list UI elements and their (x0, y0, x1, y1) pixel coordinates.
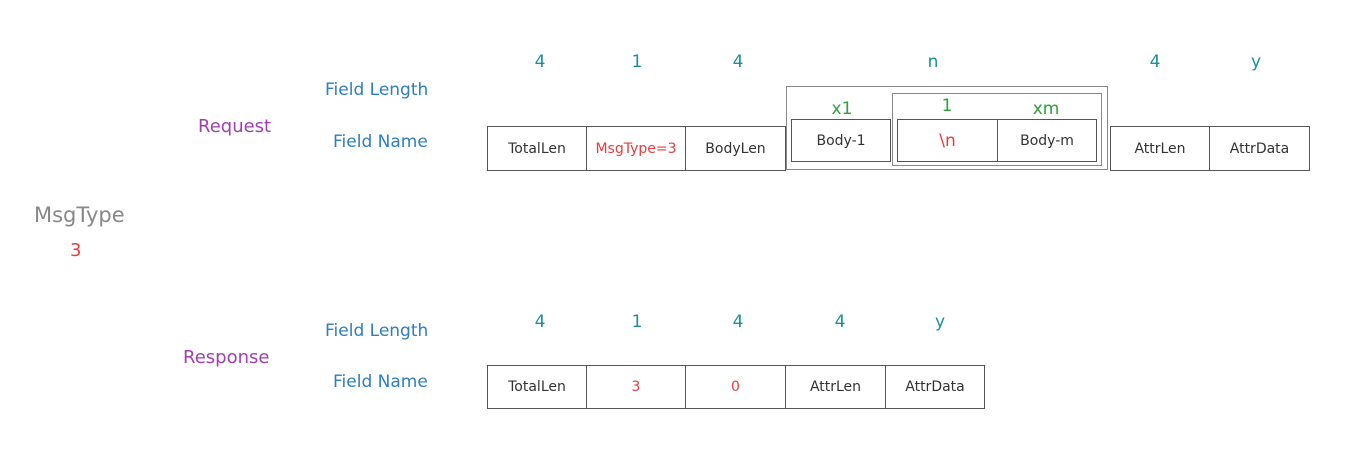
request-length-totallen: 4 (534, 52, 546, 72)
request-body-group (786, 86, 1108, 170)
request-field-attrlen: AttrLen (1110, 126, 1210, 171)
response-field-attrlen: AttrLen (785, 365, 886, 409)
response-length-attrdata: y (934, 312, 946, 332)
request-field-body-1: Body-1 (791, 119, 891, 162)
request-length-body-1: x1 (831, 99, 853, 119)
response-field-bodylen: 0 (685, 365, 786, 409)
response-section-label: Response (183, 347, 270, 368)
response-length-msgtype: 1 (631, 312, 643, 332)
request-field-newline: \n (897, 119, 998, 162)
request-length-attrdata: y (1250, 52, 1262, 72)
response-field-totallen: TotalLen (487, 365, 587, 409)
request-field-totallen: TotalLen (487, 126, 587, 171)
response-length-bodylen: 4 (732, 312, 744, 332)
request-field-length-label: Field Length (325, 80, 429, 100)
response-length-attrlen: 4 (834, 312, 846, 332)
request-length-msgtype: 1 (631, 52, 643, 72)
request-field-msgtype: MsgType=3 (586, 126, 686, 171)
request-field-name-label: Field Name (333, 132, 428, 152)
request-length-attrlen: 4 (1149, 52, 1161, 72)
msgtype-value: 3 (70, 240, 82, 261)
request-length-body: n (927, 52, 939, 72)
request-field-attrdata: AttrData (1209, 126, 1310, 171)
request-section-label: Request (198, 116, 272, 137)
msgtype-label: MsgType (34, 203, 125, 227)
response-field-msgtype: 3 (586, 365, 686, 409)
response-field-length-label: Field Length (325, 321, 429, 341)
request-length-newline: 1 (941, 96, 953, 116)
response-length-totallen: 4 (534, 312, 546, 332)
response-field-name-label: Field Name (333, 372, 428, 392)
request-body-inner-group (892, 93, 1102, 166)
request-length-body-m: xm (1032, 99, 1060, 119)
request-field-bodylen: BodyLen (685, 126, 786, 171)
request-field-body-m: Body-m (997, 119, 1097, 162)
response-field-attrdata: AttrData (885, 365, 985, 409)
request-length-bodylen: 4 (732, 52, 744, 72)
